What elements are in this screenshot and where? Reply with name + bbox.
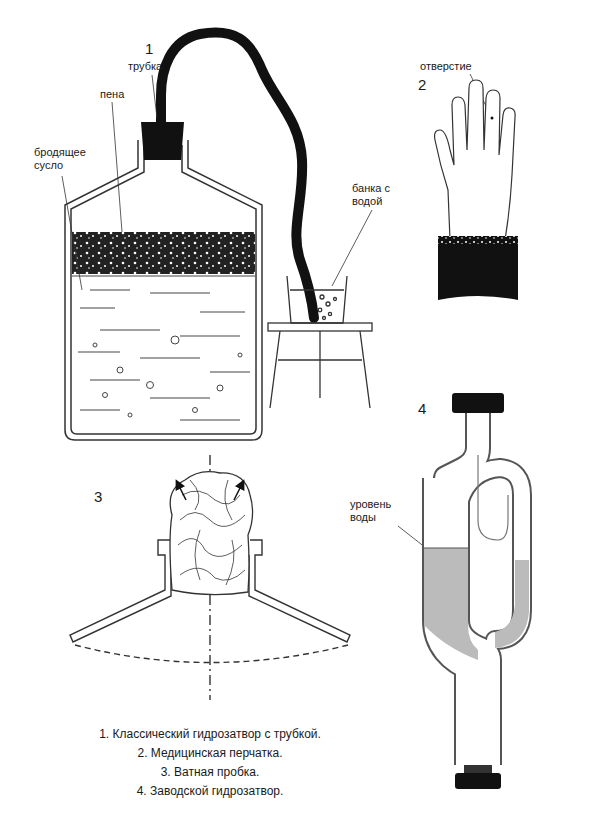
bottle	[65, 140, 262, 440]
airlock-cap	[452, 393, 504, 413]
caption-line: 4. Заводской гидрозатвор.	[30, 785, 390, 799]
cotton-plug	[170, 472, 253, 595]
part-label: пена	[100, 88, 140, 101]
caption-line: 3. Ватная пробка.	[30, 766, 390, 780]
callout-number: 3	[94, 488, 114, 505]
part-label: трубка	[128, 60, 178, 73]
part-label: банка с водой	[352, 182, 402, 207]
leader-line	[62, 74, 491, 548]
callout-number: 4	[418, 400, 438, 417]
hole	[491, 117, 494, 120]
caption-line: 2. Медицинская перчатка.	[30, 747, 390, 761]
stand	[268, 323, 372, 408]
callout-number: 2	[418, 76, 438, 93]
wort	[72, 276, 255, 420]
airlock	[424, 412, 529, 765]
foam	[72, 232, 255, 274]
bottle-neck-section	[70, 455, 350, 700]
gas-arrow	[178, 484, 242, 500]
part-label: уровень воды	[350, 498, 406, 523]
airlock-stem	[464, 765, 492, 773]
glove	[435, 80, 516, 240]
callout-number: 1	[145, 40, 165, 57]
stopper	[141, 122, 184, 160]
water-jar	[287, 276, 347, 323]
caption-line: 1. Классический гидрозатвор с трубкой.	[30, 728, 390, 742]
cotton-fibres	[178, 480, 245, 585]
part-label: отверстие	[420, 60, 490, 73]
bottle-neck	[438, 244, 518, 300]
tube	[161, 33, 314, 319]
part-label: бродящее сусло	[34, 146, 96, 171]
airlock-base	[455, 773, 501, 789]
